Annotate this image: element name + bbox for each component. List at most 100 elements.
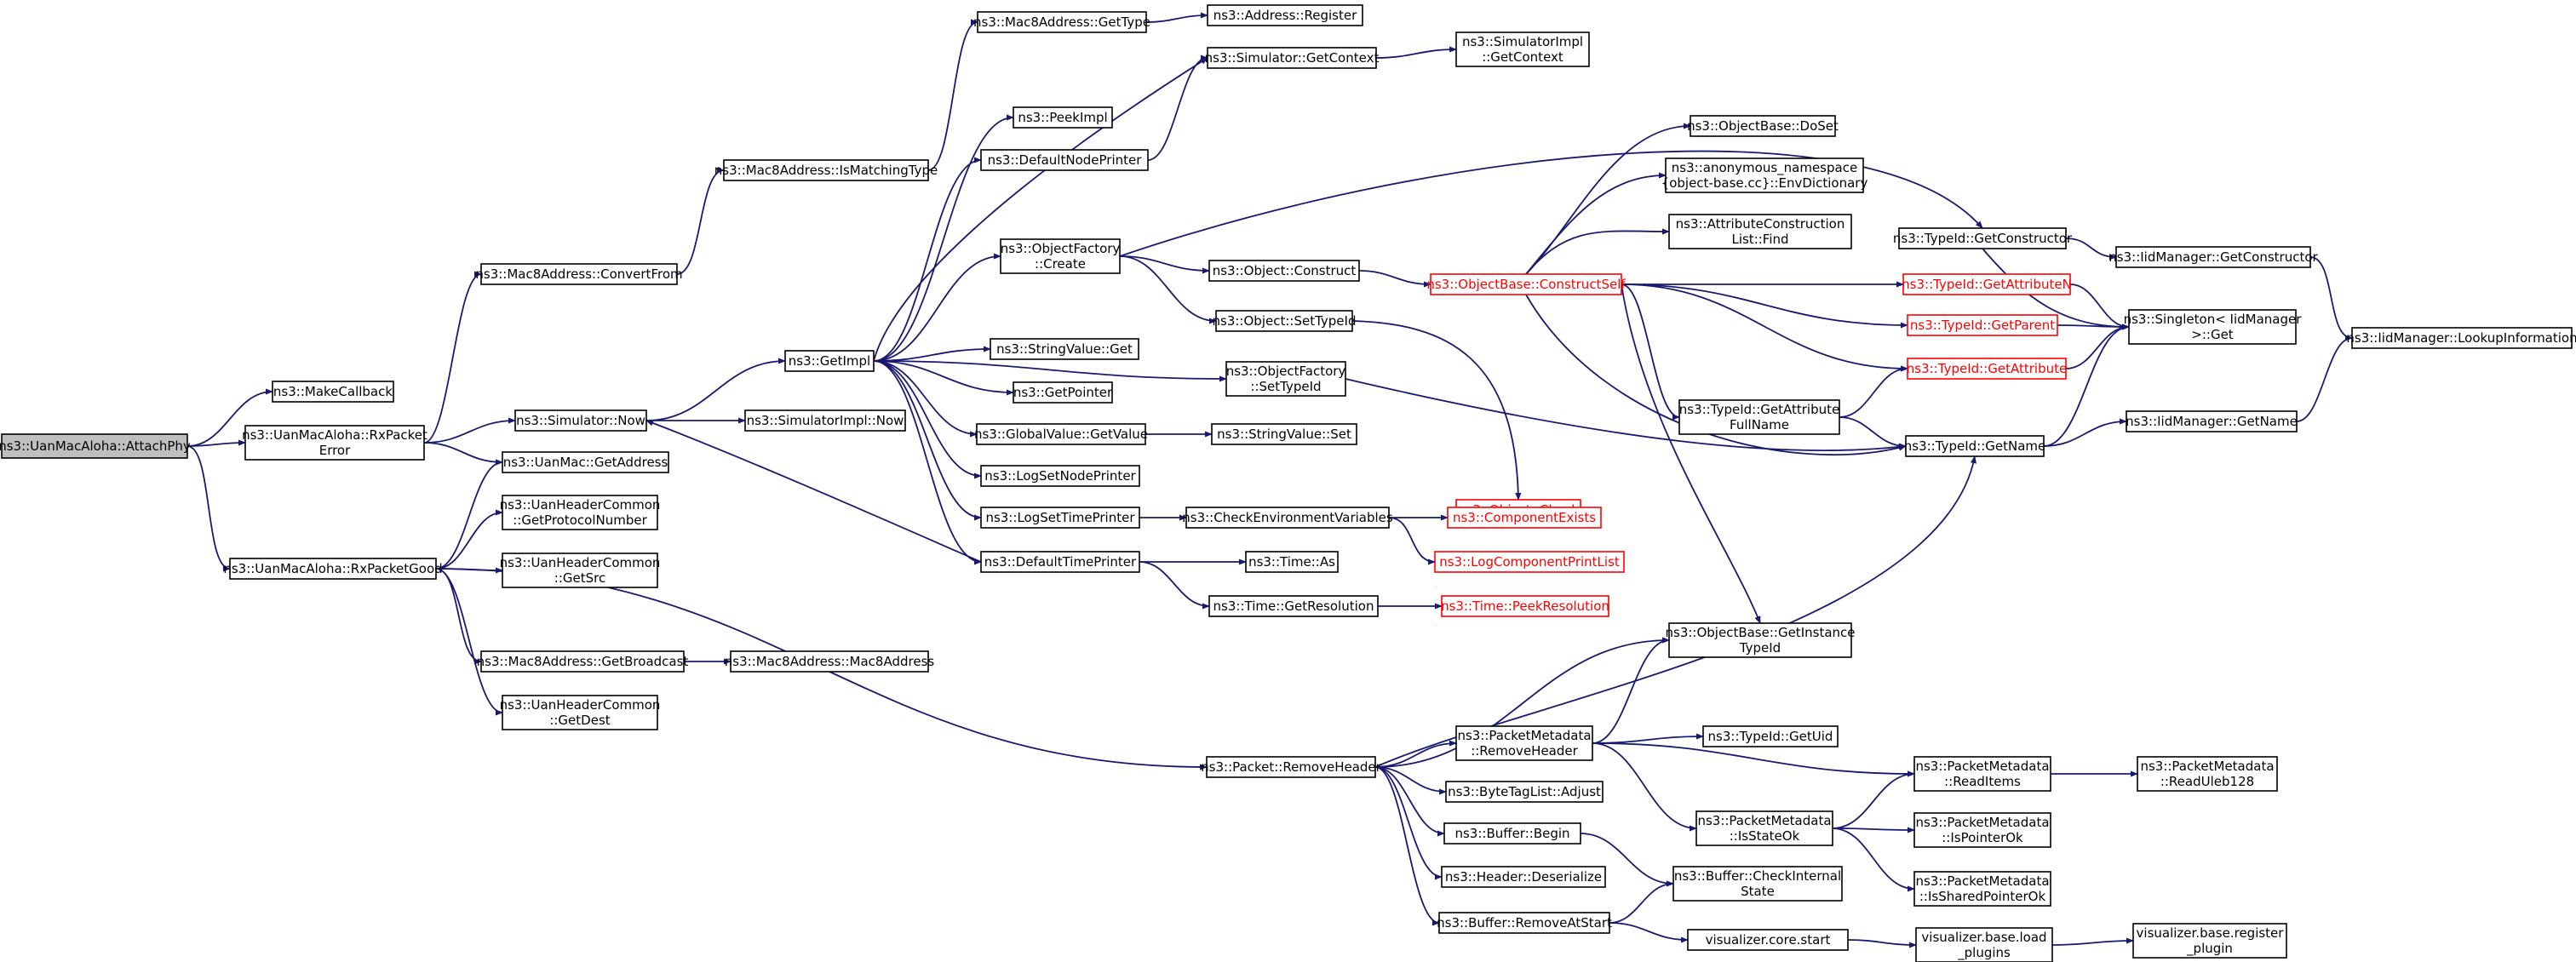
node-label: ns3::Mac8Address::GetType bbox=[973, 14, 1150, 30]
node-tidgetctor[interactable]: ns3::TypeId::GetConstructor bbox=[1893, 227, 2073, 249]
node-globalvalget[interactable]: ns3::GlobalValue::GetValue bbox=[974, 423, 1148, 445]
node-simimplgetctx[interactable]: ns3::SimulatorImpl::GetContext bbox=[1455, 31, 1590, 67]
node-uandest[interactable]: ns3::UanHeaderCommon::GetDest bbox=[500, 695, 661, 730]
node-box bbox=[980, 507, 1140, 529]
node-envdict[interactable]: ns3::anonymous_namespace{object-base.cc}… bbox=[1661, 157, 1868, 193]
node-visbasereg[interactable]: visualizer.base.register_plugin bbox=[2132, 923, 2287, 959]
node-objbaseconstructself[interactable]: ns3::ObjectBase::ConstructSelf bbox=[1426, 273, 1626, 295]
edge-tidgetctor-to-iidgetctor bbox=[2065, 238, 2117, 261]
node-simgetctx[interactable]: ns3::Simulator::GetContext bbox=[1205, 47, 1380, 69]
node-label: ns3::TypeId::GetAttributeN bbox=[1902, 277, 2072, 292]
node-pmremovehdr[interactable]: ns3::PacketMetadata::RemoveHeader bbox=[1455, 725, 1593, 761]
node-bytetagadjust[interactable]: ns3::ByteTagList::Adjust bbox=[1445, 781, 1604, 803]
node-tidgetparent[interactable]: ns3::TypeId::GetParent bbox=[1907, 314, 2058, 336]
node-pmissharedok[interactable]: ns3::PacketMetadata::IsSharedPointerOk bbox=[1913, 871, 2051, 907]
node-compexists[interactable]: ns3::ComponentExists bbox=[1447, 507, 1602, 529]
node-tidgetname[interactable]: ns3::TypeId::GetName bbox=[1904, 435, 2045, 457]
node-pmreaduleb[interactable]: ns3::PacketMetadata::ReadUleb128 bbox=[2137, 756, 2278, 792]
edge-m8gettype-to-addrreg bbox=[1145, 12, 1208, 23]
node-addrreg[interactable]: ns3::Address::Register bbox=[1207, 4, 1363, 26]
node-root[interactable]: ns3::UanMacAloha::AttachPhy bbox=[0, 433, 191, 459]
node-simnow[interactable]: ns3::Simulator::Now bbox=[514, 409, 647, 432]
node-bufremoveatstart[interactable]: ns3::Buffer::RemoveAtStart bbox=[1437, 912, 1612, 934]
node-bufbegin[interactable]: ns3::Buffer::Begin bbox=[1443, 822, 1581, 845]
node-rxpgood[interactable]: ns3::UanMacAloha::RxPacketGood bbox=[223, 558, 443, 580]
node-stringvalget[interactable]: ns3::StringValue::Get bbox=[990, 338, 1139, 360]
node-box bbox=[1206, 756, 1376, 778]
node-box bbox=[1430, 273, 1622, 295]
node-tidgetattr[interactable]: ns3::TypeId::GetAttribute bbox=[1907, 358, 2067, 380]
node-m8convert[interactable]: ns3::Mac8Address::ConvertFrom bbox=[475, 263, 683, 285]
node-box bbox=[980, 465, 1140, 487]
node-getpointer[interactable]: ns3::GetPointer bbox=[1013, 381, 1113, 404]
edge-getimpl-to-logsettime bbox=[873, 360, 982, 521]
node-uangetaddr[interactable]: ns3::UanMac::GetAddress bbox=[502, 451, 669, 473]
node-uansrc[interactable]: ns3::UanHeaderCommon::GetSrc bbox=[500, 553, 661, 588]
node-iidlookup[interactable]: ns3::IidManager::LookupInformation bbox=[2346, 327, 2576, 349]
node-box bbox=[1702, 725, 1839, 747]
node-box bbox=[1678, 399, 1840, 435]
node-m8match[interactable]: ns3::Mac8Address::IsMatchingType bbox=[714, 159, 938, 181]
node-objbasedoset[interactable]: ns3::ObjectBase::DoSet bbox=[1687, 115, 1839, 137]
node-m8bcast[interactable]: ns3::Mac8Address::GetBroadcast bbox=[477, 650, 689, 673]
node-deftimeprinter[interactable]: ns3::DefaultTimePrinter bbox=[980, 551, 1140, 573]
node-pmisstateok[interactable]: ns3::PacketMetadata::IsStateOk bbox=[1695, 810, 1833, 846]
node-label: ::IsSharedPointerOk bbox=[1919, 889, 2046, 904]
node-peekimpl[interactable]: ns3::PeekImpl bbox=[1013, 106, 1113, 129]
node-box bbox=[1668, 214, 1852, 249]
node-logsetnode[interactable]: ns3::LogSetNodePrinter bbox=[980, 465, 1140, 487]
node-stringvalset[interactable]: ns3::StringValue::Set bbox=[1211, 423, 1357, 445]
node-simimplnow[interactable]: ns3::SimulatorImpl::Now bbox=[744, 409, 906, 432]
node-label: ns3::LogSetNodePrinter bbox=[984, 468, 1136, 484]
node-objsettypeid[interactable]: ns3::Object::SetTypeId bbox=[1213, 310, 1357, 332]
node-box bbox=[2137, 756, 2278, 792]
node-packetremovehdr[interactable]: ns3::Packet::RemoveHeader bbox=[1201, 756, 1382, 778]
node-timegetres[interactable]: ns3::Time::GetResolution bbox=[1208, 595, 1379, 617]
node-tidgetuid[interactable]: ns3::TypeId::GetUid bbox=[1702, 725, 1839, 747]
node-viscorestart[interactable]: visualizer.core.start bbox=[1687, 929, 1849, 951]
node-getimpl[interactable]: ns3::GetImpl bbox=[784, 350, 875, 372]
edge-packetremovehdr-to-objbasegetinst bbox=[1374, 637, 1670, 768]
edge-rxperr-to-m8convert bbox=[423, 271, 482, 444]
node-objfactcreate[interactable]: ns3::ObjectFactory::Create bbox=[1000, 238, 1121, 274]
edge-deftimeprinter-to-simnow bbox=[645, 420, 982, 563]
edge-rxpgood-to-m8bcast bbox=[435, 568, 482, 665]
node-timepeekres[interactable]: ns3::Time::PeekResolution bbox=[1441, 595, 1609, 617]
node-logsettime[interactable]: ns3::LogSetTimePrinter bbox=[980, 507, 1140, 529]
node-pmreaditems[interactable]: ns3::PacketMetadata::ReadItems bbox=[1913, 756, 2051, 792]
node-uanproto[interactable]: ns3::UanHeaderCommon::GetProtocolNumber bbox=[500, 495, 661, 530]
node-label: ns3::UanHeaderCommon bbox=[500, 497, 661, 512]
node-logcompprint[interactable]: ns3::LogComponentPrintList bbox=[1434, 551, 1625, 573]
node-label: ns3::ComponentExists bbox=[1453, 510, 1596, 525]
node-pmispointerok[interactable]: ns3::PacketMetadata::IsPointerOk bbox=[1913, 812, 2051, 848]
node-makecallback[interactable]: ns3::MakeCallback bbox=[272, 381, 394, 403]
node-iidgetname[interactable]: ns3::IidManager::GetName bbox=[2126, 410, 2298, 432]
node-label: ns3::DefaultNodePrinter bbox=[988, 152, 1143, 168]
node-singleton[interactable]: ns3::Singleton< IidManager>::Get bbox=[2124, 309, 2303, 345]
node-box bbox=[1455, 31, 1590, 67]
node-checkenv[interactable]: ns3::CheckEnvironmentVariables bbox=[1182, 507, 1393, 529]
node-hdrdeser[interactable]: ns3::Header::Deserialize bbox=[1441, 866, 1606, 888]
node-m8gettype[interactable]: ns3::Mac8Address::GetType bbox=[973, 11, 1150, 33]
node-label: ns3::Mac8Address::ConvertFrom bbox=[475, 266, 682, 282]
node-box bbox=[514, 409, 647, 432]
node-objfactsettid[interactable]: ns3::ObjectFactory::SetTypeId bbox=[1225, 361, 1346, 397]
node-label: ns3::Singleton< IidManager bbox=[2124, 312, 2303, 327]
node-label: ns3::LogComponentPrintList bbox=[1439, 554, 1620, 570]
node-timeas[interactable]: ns3::Time::As bbox=[1245, 551, 1339, 573]
node-box bbox=[480, 263, 678, 285]
node-objconstruct[interactable]: ns3::Object::Construct bbox=[1208, 260, 1360, 282]
node-tidgetattrn[interactable]: ns3::TypeId::GetAttributeN bbox=[1902, 273, 2072, 295]
node-m8ctor[interactable]: ns3::Mac8Address::Mac8Address bbox=[725, 650, 935, 673]
node-visbaseload[interactable]: visualizer.base.load_plugins bbox=[1915, 927, 2053, 962]
node-iidgetctor[interactable]: ns3::IidManager::GetConstructor bbox=[2108, 246, 2319, 268]
edge-root-to-makecallback bbox=[186, 388, 273, 447]
edge-objfactcreate-to-tidgetctor bbox=[1119, 150, 1983, 257]
node-defnodeprinter[interactable]: ns3::DefaultNodePrinter bbox=[980, 149, 1149, 171]
node-label: ns3::DefaultTimePrinter bbox=[984, 554, 1137, 570]
